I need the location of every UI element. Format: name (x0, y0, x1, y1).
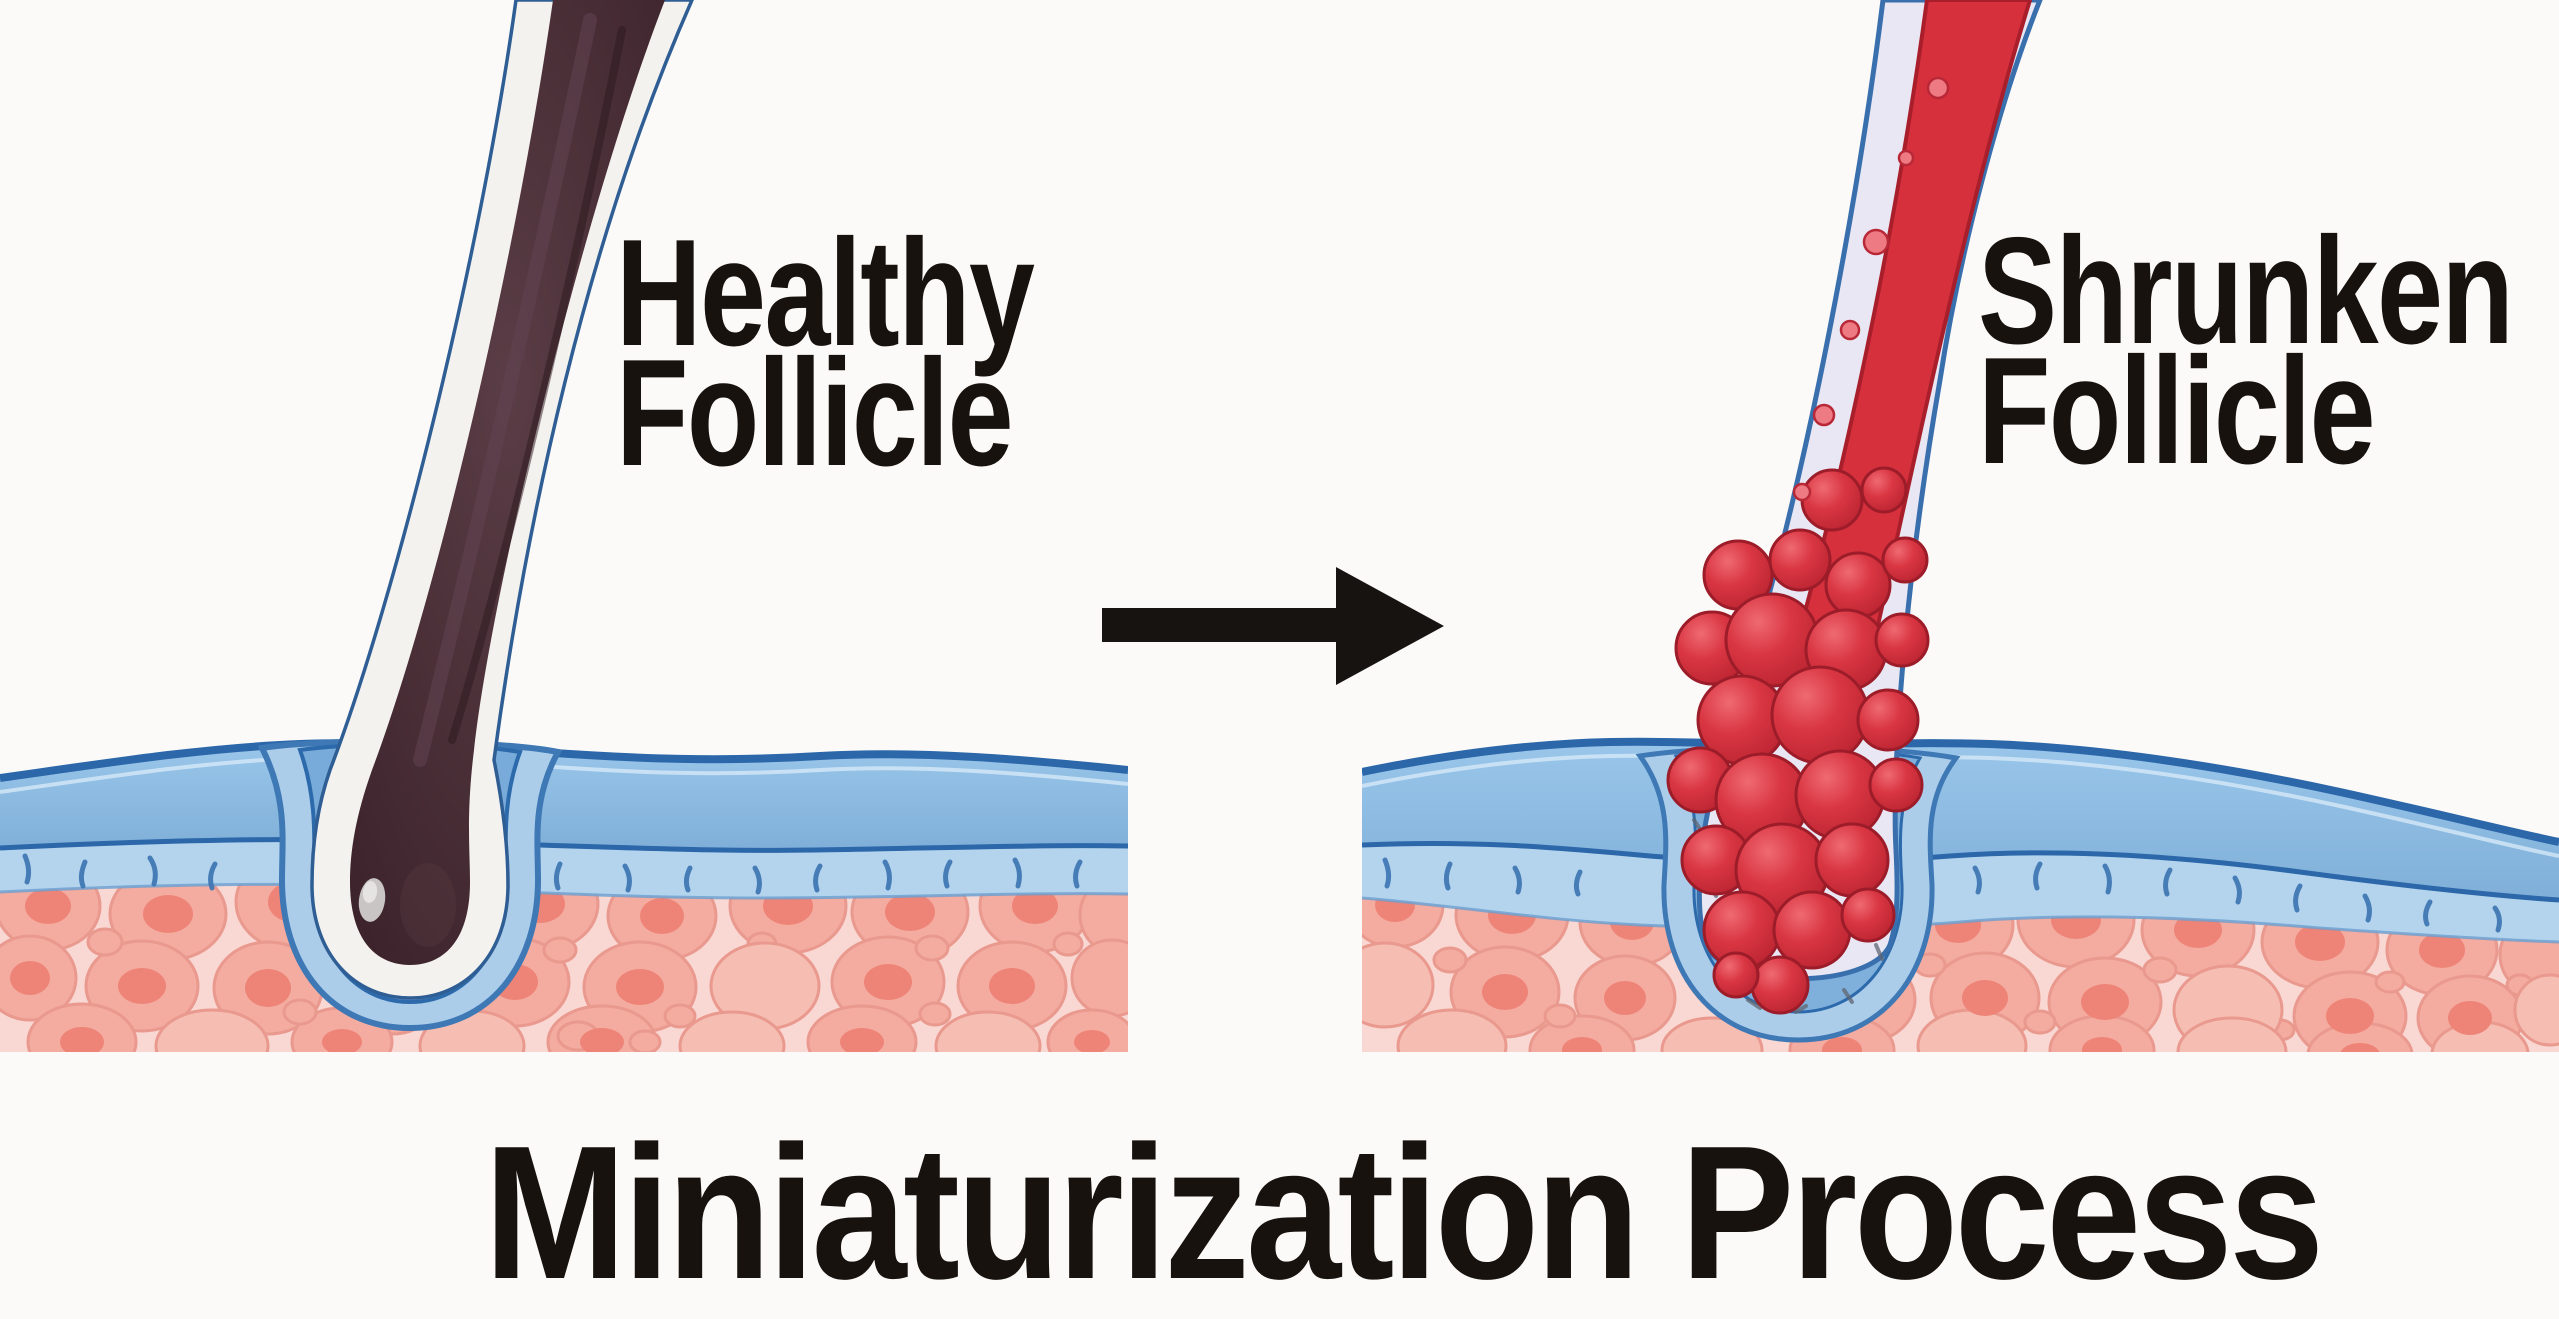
skin-cross-section-right (1362, 737, 2559, 1052)
skin-cross-section-illustration (0, 0, 2559, 1052)
shrunken-label-line2: Follicle (1978, 326, 2376, 496)
shrunken-follicle-illustration (1635, 0, 2043, 1043)
arrow-icon (1102, 567, 1444, 685)
hair-bulb-highlight (358, 878, 386, 922)
skin-cross-section-left (0, 739, 1128, 1052)
healthy-label-line2: Follicle (616, 328, 1014, 498)
shrunken-label-line1: Shrunken (1978, 206, 2514, 376)
shaft-bubbles (1792, 76, 1950, 502)
shrunken-cell-cluster (1666, 466, 1930, 1015)
healthy-follicle-illustration (257, 0, 694, 1032)
healthy-label-line1: Healthy (616, 208, 1035, 378)
diagram-title: Miniaturization Process (484, 1107, 2324, 1319)
dermis-texture-marks-right (1382, 857, 2502, 933)
